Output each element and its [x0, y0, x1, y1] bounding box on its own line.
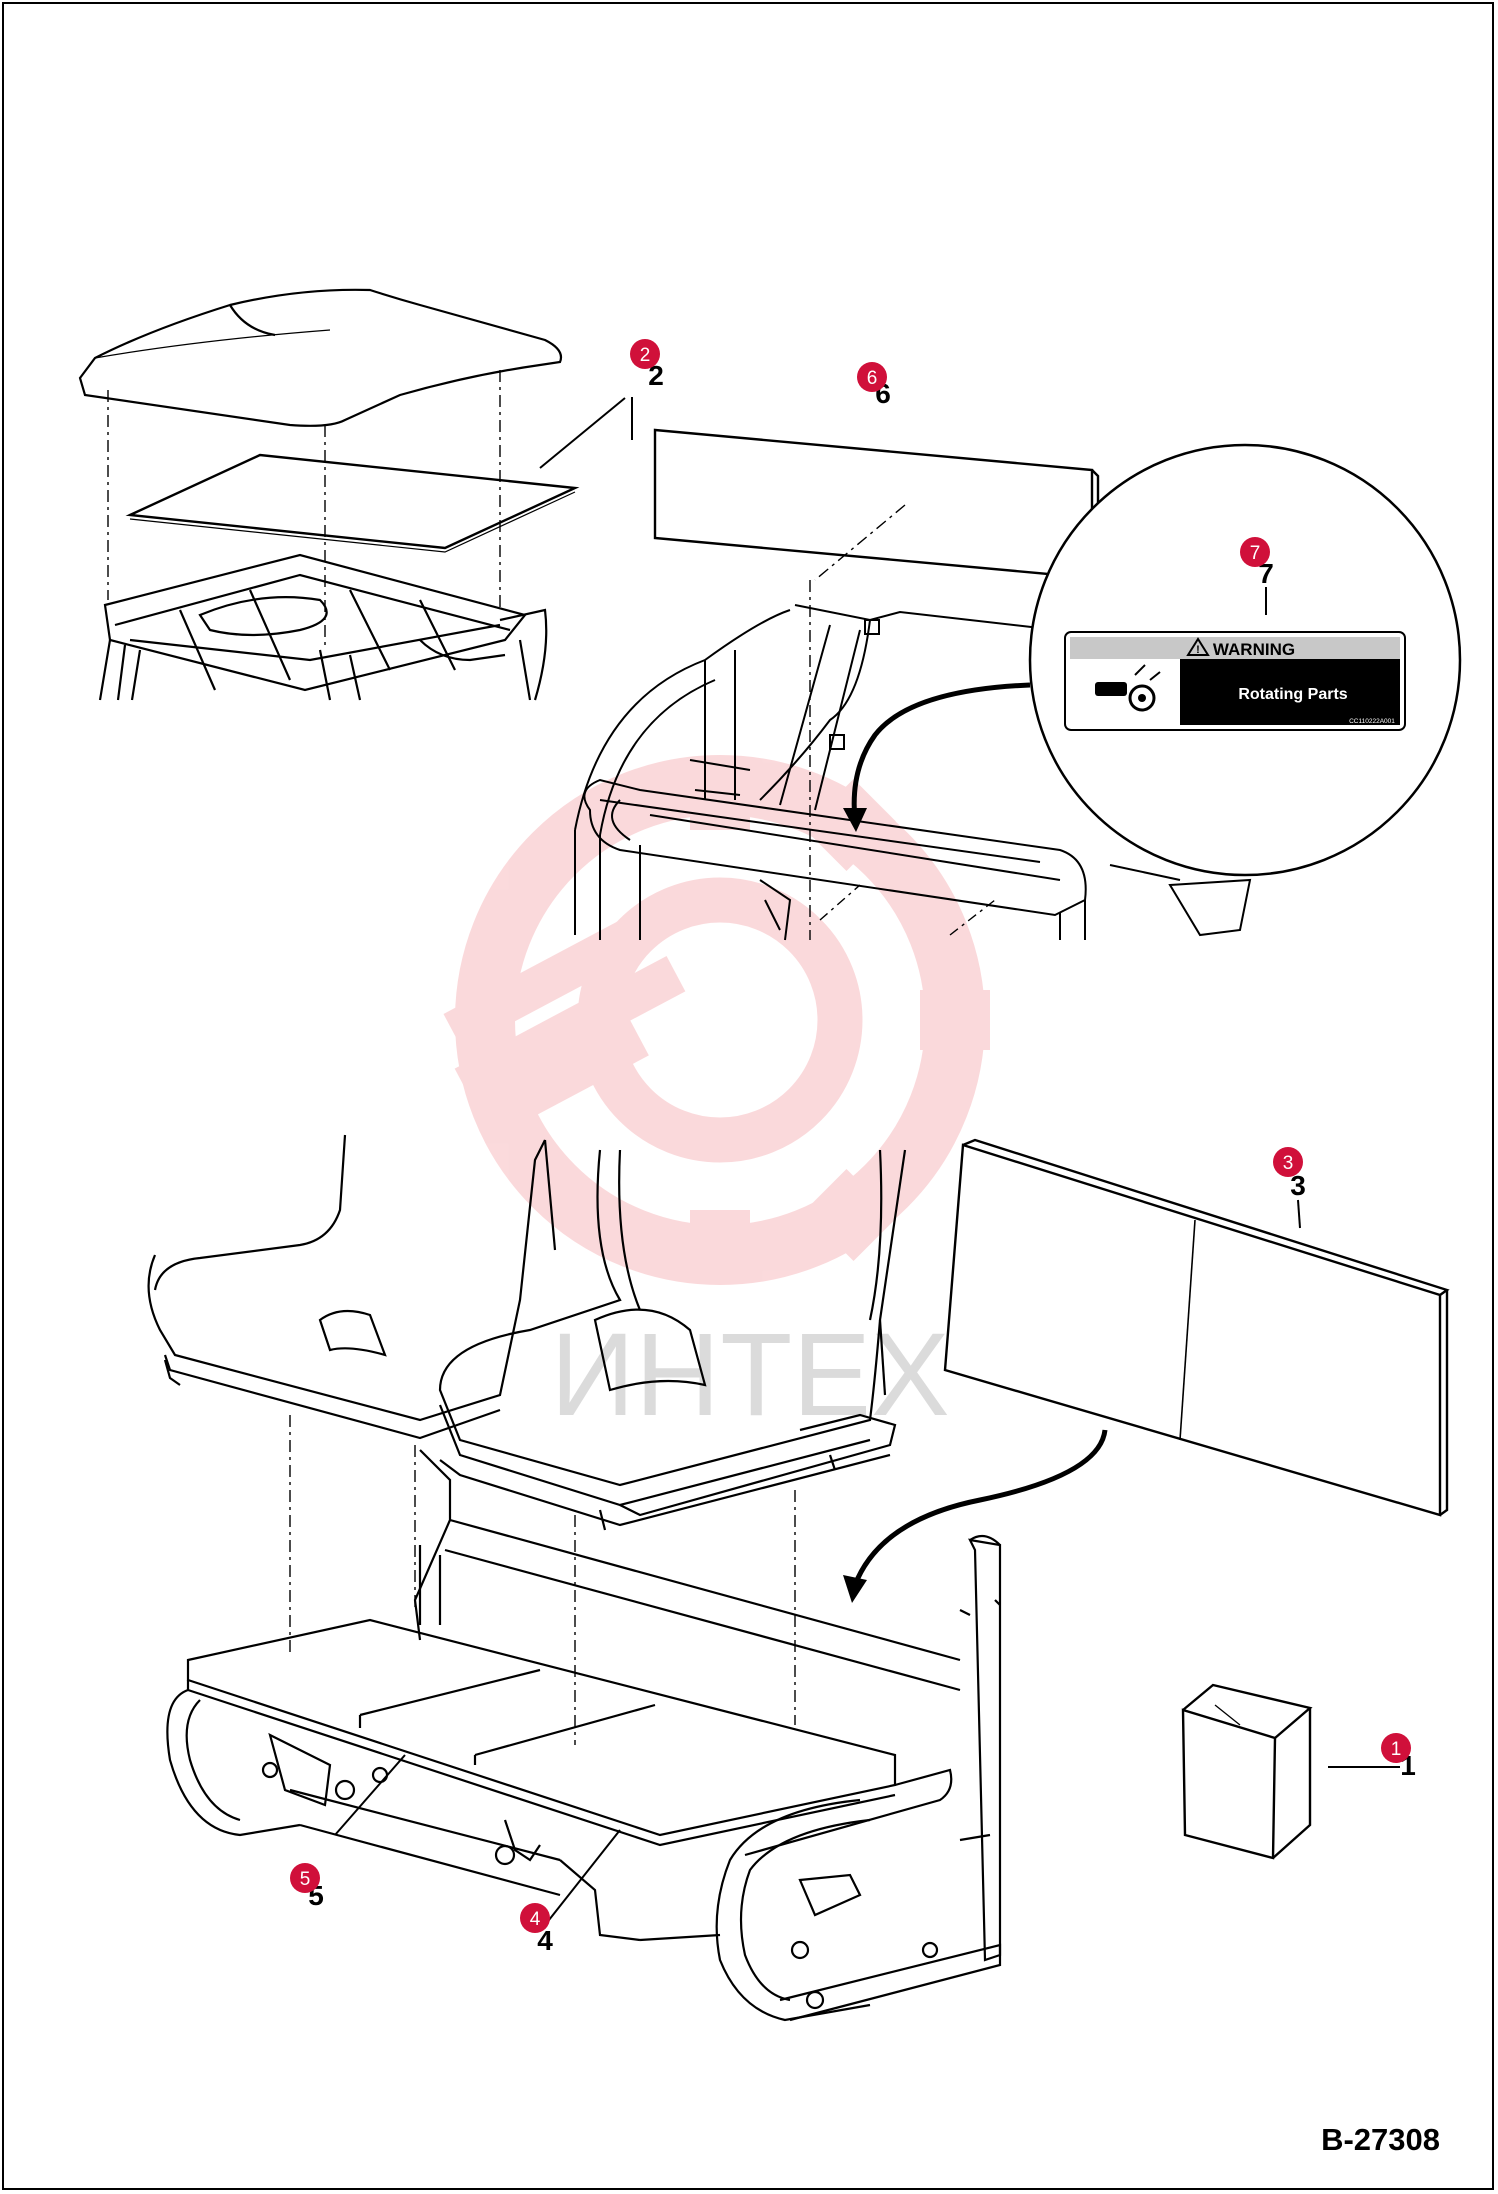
- warning-label-detail: !: [1028, 443, 1462, 877]
- watermark-logo: [443, 755, 990, 1285]
- svg-text:4: 4: [537, 1925, 553, 1956]
- callout-2: 2 2: [630, 339, 664, 391]
- svg-text:3: 3: [1290, 1170, 1306, 1201]
- seat-frame: [166, 1415, 1002, 2022]
- svg-text:5: 5: [300, 1869, 311, 1890]
- svg-text:2: 2: [640, 345, 651, 366]
- svg-text:2: 2: [648, 360, 664, 391]
- seat-base-pad: [186, 1618, 897, 1837]
- headliner-pad: [125, 453, 580, 550]
- svg-text:1: 1: [1391, 1739, 1402, 1760]
- seat-right: [438, 1149, 907, 1531]
- leader-lines: [334, 397, 1400, 1926]
- box-part-1: [1181, 1683, 1313, 1860]
- callout-4: 4 4: [520, 1903, 553, 1956]
- callout-5: 5 5: [290, 1863, 324, 1911]
- cab-frame: [574, 504, 1252, 941]
- warning-label-code: CC110222A001: [1349, 718, 1395, 725]
- callout-3: 3 3: [1273, 1147, 1306, 1201]
- svg-text:7: 7: [1258, 558, 1274, 589]
- svg-text:4: 4: [530, 1909, 541, 1930]
- callout-7: 7 7: [1240, 537, 1274, 589]
- seat-left: [147, 1134, 557, 1440]
- callout-1: 1 1: [1381, 1733, 1416, 1781]
- arrow-top: [843, 682, 1031, 832]
- svg-text:3: 3: [1283, 1153, 1294, 1174]
- watermark-text: ИНТЕХ: [550, 1309, 950, 1441]
- drawing-code: B-27308: [1321, 2122, 1440, 2157]
- side-panel-3: [943, 1138, 1450, 1517]
- side-panel-6: [653, 428, 1100, 586]
- arrow-bottom: [843, 1429, 1108, 1603]
- callout-6: 6 6: [857, 362, 891, 409]
- warning-label-header: WARNING: [1213, 640, 1295, 659]
- svg-text:7: 7: [1250, 543, 1261, 564]
- roof-panel: [78, 288, 563, 427]
- roof-assembly: [78, 288, 580, 701]
- rotating-parts-icon: [1095, 664, 1161, 712]
- warning-triangle-icon: [1186, 637, 1210, 656]
- roof-frame: [103, 553, 527, 692]
- svg-text:!: !: [1196, 644, 1200, 656]
- warning-label-text: Rotating Parts: [1238, 686, 1347, 703]
- svg-text:6: 6: [867, 368, 878, 389]
